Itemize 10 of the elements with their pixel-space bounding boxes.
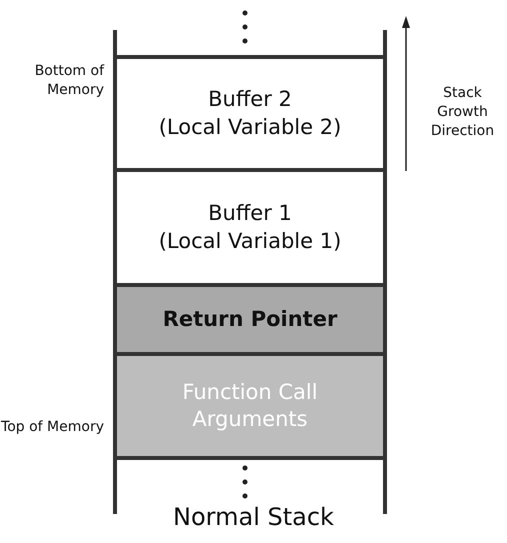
frame-text: Buffer 2: [207, 86, 293, 114]
frame-text: Return Pointer: [162, 306, 338, 333]
memory-label: Bottom of Memory: [34, 62, 104, 100]
memory-label: Top of Memory: [0, 418, 104, 437]
frame-text: (Local Variable 1): [158, 228, 342, 254]
caption: Normal Stack: [172, 503, 335, 531]
frame-text: (Local Variable 2): [158, 114, 342, 140]
memory-label: Stack Growth Direction: [430, 84, 496, 141]
frame-text: Buffer 1: [207, 200, 293, 228]
frame-text: Function Call Arguments: [181, 378, 319, 433]
